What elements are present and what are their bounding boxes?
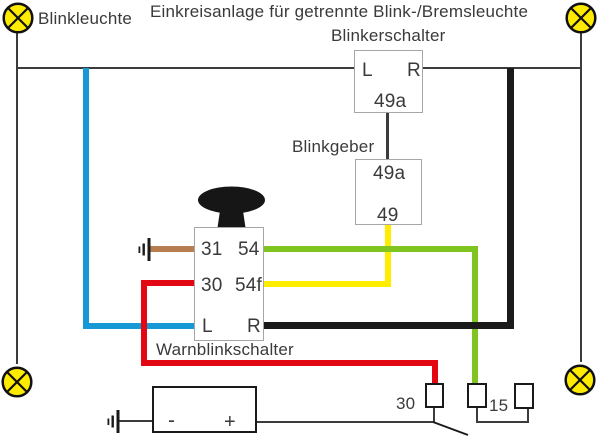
wire-brown-ground bbox=[149, 246, 196, 252]
wire-red-vertical bbox=[141, 280, 147, 366]
ignition-terminal-15b-box bbox=[514, 383, 534, 409]
wire-battery-ground bbox=[119, 420, 153, 422]
terminal-label-49a: 49a bbox=[374, 91, 407, 112]
wire-red-ignition-stub bbox=[432, 360, 438, 383]
wire-right-lamp-vertical bbox=[580, 33, 582, 362]
blinkerschalter-label: Blinkerschalter bbox=[331, 26, 446, 45]
battery-plus-label: + bbox=[224, 411, 236, 433]
wire-yellow-horizontal bbox=[262, 281, 391, 287]
terminal-label-l: L bbox=[202, 316, 213, 337]
wire-green-vertical bbox=[472, 246, 478, 383]
ignition-terminal-30-box bbox=[425, 383, 444, 408]
wire-49a-link bbox=[386, 112, 389, 160]
ground-icon bbox=[107, 410, 120, 433]
turn-lamp-icon-top-left bbox=[2, 2, 34, 34]
turn-lamp-icon-bottom-left bbox=[1, 366, 33, 398]
wire-terminal30-stub bbox=[433, 407, 435, 423]
terminal-label-49: 49 bbox=[377, 205, 399, 226]
warnblinkschalter-box: 31 54 30 54f L R bbox=[194, 227, 264, 341]
wire-red-30-horizontal bbox=[141, 280, 196, 286]
wire-top-bus-right bbox=[423, 67, 581, 69]
terminal-label-54f: 54f bbox=[235, 275, 263, 296]
wire-terminal15-left bbox=[476, 407, 478, 423]
ignition-terminal-15a-box bbox=[467, 383, 487, 408]
wire-top-bus-left bbox=[16, 67, 355, 69]
wire-battery-plus bbox=[256, 421, 435, 423]
terminal-label-54: 54 bbox=[238, 239, 260, 260]
terminal-label-49a: 49a bbox=[373, 163, 406, 184]
terminal-label-l: L bbox=[362, 60, 373, 81]
hazard-switch-knob-icon bbox=[198, 186, 265, 231]
ground-icon bbox=[138, 238, 151, 261]
wire-blue-horizontal bbox=[83, 323, 196, 329]
connector-30-label: 30 bbox=[396, 394, 416, 413]
blinkerschalter-box: L R 49a bbox=[354, 50, 423, 113]
wire-green-horizontal bbox=[262, 246, 478, 252]
blinkgeber-label: Blinkgeber bbox=[292, 137, 375, 156]
wire-left-lamp-vertical bbox=[16, 33, 18, 364]
terminal-label-30: 30 bbox=[201, 275, 223, 296]
warnblinkschalter-label: Warnblinkschalter bbox=[156, 340, 294, 359]
ignition-switch-blade bbox=[432, 421, 469, 436]
terminal-label-r: R bbox=[247, 316, 261, 337]
diagram-title: Einkreisanlage für getrennte Blink-/Brem… bbox=[150, 2, 529, 21]
wire-red-bottom-horizontal bbox=[141, 360, 438, 366]
wire-terminal15-right bbox=[527, 408, 529, 423]
battery-box: - + bbox=[152, 386, 257, 433]
wire-black-r-horizontal bbox=[262, 322, 514, 329]
terminal-label-r: R bbox=[407, 60, 421, 81]
terminal-label-31: 31 bbox=[201, 239, 223, 260]
wire-terminal15-bottom bbox=[476, 421, 529, 423]
battery-minus-label: - bbox=[168, 409, 176, 432]
wire-black-r-vertical bbox=[507, 68, 514, 329]
turn-lamp-icon-bottom-right bbox=[564, 364, 596, 396]
turn-lamp-icon-top-right bbox=[565, 2, 597, 34]
wire-blue-vertical bbox=[83, 68, 89, 329]
blinkgeber-box: 49a 49 bbox=[355, 159, 422, 225]
wire-yellow-vertical bbox=[385, 225, 391, 287]
connector-15-label: 15 bbox=[489, 396, 509, 415]
lamp-label: Blinkleuchte bbox=[38, 9, 133, 28]
